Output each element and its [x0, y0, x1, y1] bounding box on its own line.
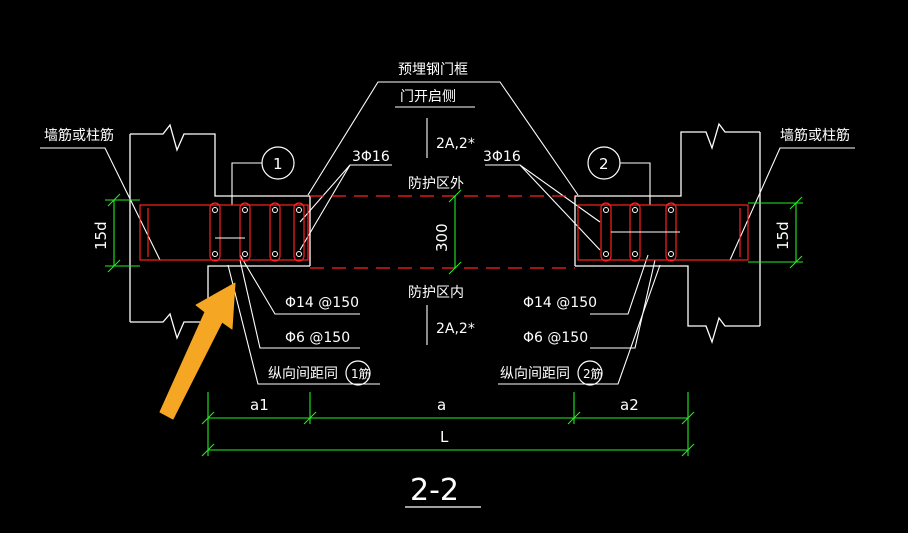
label-spacing-right: 纵向间距同: [500, 366, 570, 382]
label-phi14-right: Φ14 @150: [523, 295, 597, 311]
label-3phi16-right: 3Φ16: [483, 149, 521, 165]
dim-L: L: [440, 428, 449, 446]
label-2a2-top: 2A,2*: [436, 136, 475, 152]
label-wall-rebar-right: 墙筋或柱筋: [780, 127, 850, 144]
label-wall-rebar-left: 墙筋或柱筋: [44, 127, 114, 144]
wall-outline: [129, 122, 761, 345]
dim-a: a: [437, 396, 446, 414]
label-inside-zone: 防护区内: [408, 285, 464, 301]
dim-15d-left: 15d: [92, 221, 110, 250]
callout-2-number: 2: [599, 155, 609, 173]
annotation-arrow: [159, 282, 236, 420]
label-3phi16-left: 3Φ16: [352, 149, 390, 165]
label-phi6-right: Φ6 @150: [523, 330, 588, 346]
callout-circles: [261, 146, 621, 386]
label-phi14-left: Φ14 @150: [285, 295, 359, 311]
label-spacing-left-ref: 1筋: [351, 366, 371, 381]
dim-300: 300: [433, 223, 451, 252]
dim-a2: a2: [620, 396, 639, 414]
label-2a2-bottom: 2A,2*: [436, 321, 475, 337]
label-outside-zone: 防护区外: [408, 176, 464, 192]
label-door-side: 门开启侧: [400, 89, 456, 105]
dimensions: [105, 189, 803, 457]
inner-ties: [215, 231, 680, 239]
dim-15d-right: 15d: [774, 221, 792, 250]
label-spacing-right-ref: 2筋: [583, 366, 603, 381]
rebar-dots: [212, 207, 674, 257]
dim-a1: a1: [250, 396, 269, 414]
rebar-cage: [139, 195, 749, 269]
label-spacing-left: 纵向间距同: [268, 366, 338, 382]
section-title: 2-2: [410, 473, 459, 508]
label-phi6-left: Φ6 @150: [285, 330, 350, 346]
callout-1-number: 1: [273, 155, 283, 173]
left-stirrups: [209, 202, 305, 262]
label-embed-frame: 预埋钢门框: [398, 62, 468, 78]
